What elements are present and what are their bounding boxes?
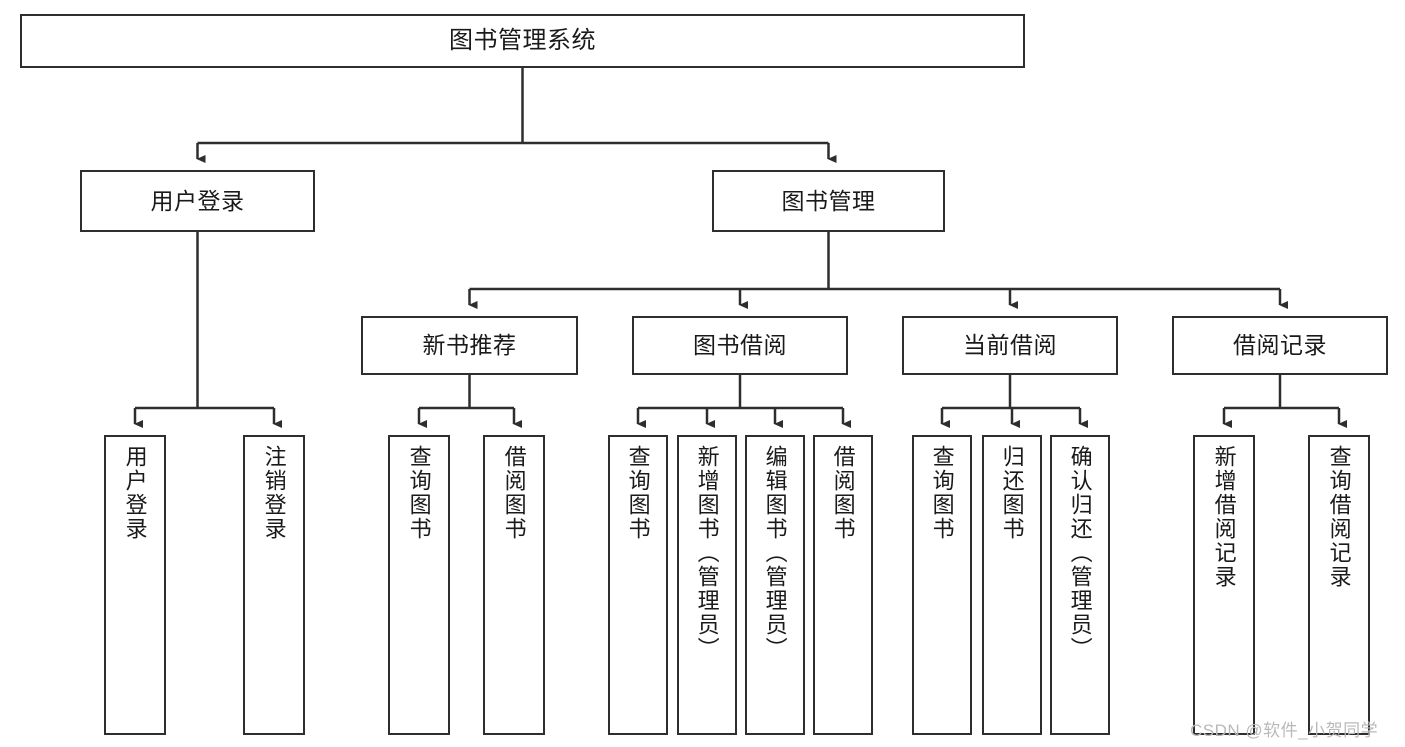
node-borrow-2[interactable]: 新增图书（管理员）: [677, 435, 737, 735]
node-current-2[interactable]: 归还图书: [982, 435, 1042, 735]
node-newbook-1[interactable]: 查询图书: [388, 435, 450, 735]
node-newbook-2[interactable]: 借阅图书: [483, 435, 545, 735]
node-label-login: 用户登录: [150, 187, 245, 214]
node-label-borrow-4: 借阅图书: [830, 445, 856, 541]
node-current[interactable]: 当前借阅: [902, 316, 1118, 375]
watermark: CSDN @软件_小贺同学: [1190, 721, 1379, 740]
node-label-borrow-2: 新增图书（管理员）: [694, 445, 720, 661]
node-label-records-1: 新增借阅记录: [1211, 445, 1237, 589]
node-label-newbook-1: 查询图书: [406, 445, 432, 541]
node-label-records: 借阅记录: [1233, 332, 1327, 358]
node-label-login-2: 注销登录: [261, 445, 287, 541]
node-records[interactable]: 借阅记录: [1172, 316, 1388, 375]
node-label-root: 图书管理系统: [449, 27, 596, 54]
node-borrow-3[interactable]: 编辑图书（管理员）: [745, 435, 805, 735]
node-label-login-1: 用户登录: [122, 445, 148, 541]
node-bookmgmt[interactable]: 图书管理: [712, 170, 945, 232]
node-borrow-1[interactable]: 查询图书: [608, 435, 668, 735]
node-label-bookmgmt: 图书管理: [781, 187, 876, 214]
node-label-current-1: 查询图书: [929, 445, 955, 541]
node-label-current: 当前借阅: [963, 332, 1057, 358]
node-borrow[interactable]: 图书借阅: [632, 316, 848, 375]
node-login[interactable]: 用户登录: [80, 170, 315, 232]
node-records-1[interactable]: 新增借阅记录: [1193, 435, 1255, 735]
node-label-current-3: 确认归还（管理员）: [1067, 445, 1093, 661]
node-login-2[interactable]: 注销登录: [243, 435, 305, 735]
node-records-2[interactable]: 查询借阅记录: [1308, 435, 1370, 735]
node-label-records-2: 查询借阅记录: [1326, 445, 1352, 589]
node-newbook[interactable]: 新书推荐: [361, 316, 578, 375]
node-login-1[interactable]: 用户登录: [104, 435, 166, 735]
node-label-borrow-1: 查询图书: [625, 445, 651, 541]
node-borrow-4[interactable]: 借阅图书: [813, 435, 873, 735]
node-label-borrow-3: 编辑图书（管理员）: [762, 445, 788, 661]
node-root[interactable]: 图书管理系统: [20, 14, 1025, 68]
node-current-3[interactable]: 确认归还（管理员）: [1050, 435, 1110, 735]
node-label-newbook: 新书推荐: [422, 332, 517, 358]
node-label-borrow: 图书借阅: [693, 332, 787, 358]
node-label-newbook-2: 借阅图书: [501, 445, 527, 541]
node-current-1[interactable]: 查询图书: [912, 435, 972, 735]
node-label-current-2: 归还图书: [999, 445, 1025, 541]
